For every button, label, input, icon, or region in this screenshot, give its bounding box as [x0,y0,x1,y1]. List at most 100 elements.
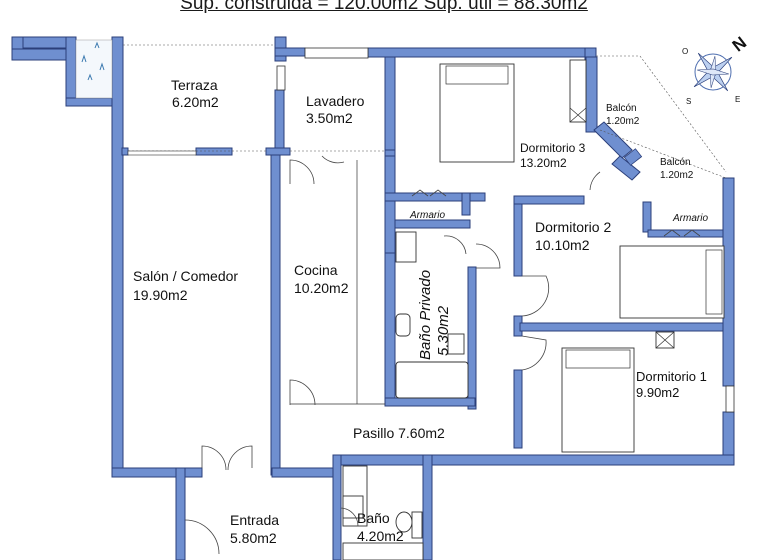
room-dormitorio3-area: 13.20m2 [520,156,567,170]
wall [384,252,396,406]
nightstand-mark [655,331,675,349]
wardrobe-mark [569,107,587,123]
compass: N O S E [682,33,750,106]
room-dormitorio3-name: Dormitorio 3 [520,141,586,155]
bathtub [395,361,469,399]
door [521,335,547,371]
pillow [565,349,631,369]
wall [419,454,735,466]
room-bano-privado-name: Baño Privado [417,270,434,360]
room-bano-privado-area: 5.30m2 [435,305,452,356]
toilet-tank [411,511,423,539]
room-balcon1-area: 1.20m2 [606,116,640,127]
balcony-edge [596,55,727,173]
compass-needle [697,68,729,76]
walls [11,36,735,560]
bed [619,245,725,319]
doors [184,155,701,555]
room-armario1-name: Armario [409,210,445,221]
bathtub [342,542,424,560]
wall [422,454,433,560]
room-cocina-area: 10.20m2 [294,280,349,296]
wall [519,322,727,332]
wall [332,454,431,466]
wall [384,149,396,157]
door [340,507,359,527]
balcony-outlines [123,44,727,179]
window [725,385,735,413]
fixtures [75,39,725,560]
room-lavadero-area: 3.50m2 [306,110,353,126]
wall [593,121,633,159]
room-balcon1-name: Balcón [606,103,637,114]
compass-south: S [686,97,691,106]
door [184,519,220,555]
sink [342,495,364,519]
room-salon-name: Salón / Comedor [133,268,238,284]
wall [274,89,285,153]
door [443,235,467,255]
room-entrada-name: Entrada [230,512,279,528]
wardrobe [569,59,587,123]
door [289,159,315,185]
door [521,275,550,317]
room-balcon2-area: 1.20m2 [660,170,694,181]
wall [611,155,641,181]
compass-east: E [735,95,740,104]
door [321,155,345,164]
room-dormitorio1-area: 9.90m2 [636,385,679,400]
planter [75,39,113,99]
compass-ring [694,53,732,91]
wall [467,266,477,410]
wall [367,47,594,58]
wall [513,195,585,205]
room-terraza-name: Terraza [171,77,218,93]
wall [513,369,523,449]
wall [195,147,233,156]
window [276,65,286,91]
room-lavadero-name: Lavadero [306,93,365,109]
toilet [395,313,411,337]
wall [271,467,337,478]
bed [439,63,515,163]
sink [395,231,417,263]
door [201,445,227,471]
room-bano-area: 4.20m2 [357,528,404,544]
wall [461,192,471,216]
room-dormitorio1-name: Dormitorio 1 [636,369,707,384]
wall [384,397,476,407]
compass-west: O [682,47,688,56]
room-pasillo-name: Pasillo 7.60m2 [353,425,445,441]
pillow [445,65,509,85]
wall [513,195,523,277]
wall [265,147,291,156]
wall [111,36,124,478]
door [289,379,316,406]
closet-door [663,229,701,237]
door [475,243,501,269]
window [623,148,643,166]
plan-title: Sup. construida = 120.00m2 Sup. útil = 8… [180,0,588,14]
wall [642,201,652,233]
room-armario2-name: Armario [672,213,708,224]
wall [121,147,129,156]
wall [175,467,186,560]
room-dormitorio2-area: 10.10m2 [535,237,590,253]
compass-north: N [729,33,750,56]
room-balcon2-name: Balcón [660,157,691,168]
room-bano-name: Baño [357,510,390,526]
wall [384,192,486,202]
bed [561,347,635,453]
wall [332,454,342,560]
room-entrada-area: 5.80m2 [230,530,277,546]
balcony-edge [599,129,727,179]
room-labels: Terraza 6.20m2 Lavadero 3.50m2 Dormitori… [133,77,708,546]
door [589,171,601,191]
windows [127,47,735,413]
window [304,47,369,59]
wall [270,154,281,476]
plant-icon [81,41,105,81]
wall [394,219,471,229]
bidet [447,333,465,355]
room-dormitorio2-name: Dormitorio 2 [535,219,611,235]
